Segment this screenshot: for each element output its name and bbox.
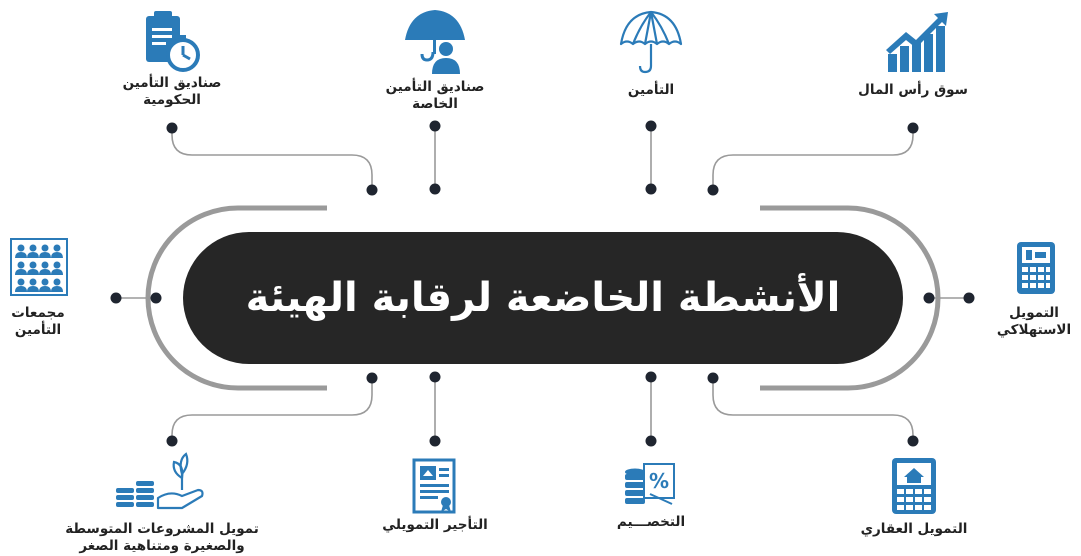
dot bbox=[645, 183, 657, 195]
label-insurance: التأمين bbox=[628, 82, 674, 99]
label-line: الخاصة bbox=[412, 96, 458, 112]
people-grid-icon bbox=[10, 238, 68, 296]
dot bbox=[429, 435, 441, 447]
calculator-icon bbox=[1017, 242, 1055, 294]
label-line: التأمين bbox=[14, 322, 62, 338]
label-line: تمويل المشروعات المتوسطة bbox=[65, 521, 259, 537]
label-consumer-finance: التمويل الاستهلاكي bbox=[997, 305, 1071, 339]
clipboard-stopwatch-icon bbox=[146, 11, 200, 72]
dot bbox=[429, 120, 441, 132]
umbrella-icon bbox=[619, 10, 683, 74]
connector-capital-market bbox=[712, 128, 914, 190]
label-line: صناديق التأمين bbox=[122, 75, 222, 91]
dot bbox=[907, 122, 919, 134]
dot bbox=[429, 183, 441, 195]
center-title: الأنشطة الخاضعة لرقابة الهيئة bbox=[245, 275, 841, 321]
label-leasing: التأجير التمويلي bbox=[382, 517, 488, 534]
connector-real-estate bbox=[712, 378, 914, 441]
label-line: الاستهلاكي bbox=[996, 322, 1072, 338]
dot bbox=[645, 371, 657, 383]
center-title-pill: الأنشطة الخاضعة لرقابة الهيئة bbox=[183, 232, 903, 364]
dot bbox=[707, 372, 719, 384]
dot bbox=[429, 371, 441, 383]
dot bbox=[166, 435, 178, 447]
dot bbox=[923, 292, 935, 304]
label-line: التخصـــيم bbox=[616, 514, 686, 530]
svg-text:%: % bbox=[649, 469, 669, 493]
label-government-funds: صناديق التأمين الحكومية bbox=[123, 75, 222, 109]
dot bbox=[110, 292, 122, 304]
dot bbox=[907, 435, 919, 447]
label-line: التمويل bbox=[1009, 305, 1059, 321]
label-line: الحكومية bbox=[143, 92, 201, 108]
dot bbox=[963, 292, 975, 304]
rising-bar-chart-icon bbox=[886, 12, 948, 72]
label-line: سوق رأس المال bbox=[858, 82, 968, 98]
label-factoring: التخصـــيم bbox=[617, 514, 685, 531]
dot bbox=[645, 435, 657, 447]
label-line: والصغيرة ومتناهية الصغر bbox=[79, 538, 245, 554]
label-line: التمويل العقاري bbox=[860, 521, 968, 537]
connector-msme bbox=[171, 378, 373, 441]
label-line: مجمعات bbox=[11, 305, 65, 321]
label-line: التأمين bbox=[627, 82, 675, 98]
dot bbox=[707, 184, 719, 196]
label-msme: تمويل المشروعات المتوسطة والصغيرة ومتناه… bbox=[65, 521, 259, 555]
label-real-estate: التمويل العقاري bbox=[861, 521, 968, 538]
dot bbox=[366, 372, 378, 384]
umbrella-person-icon bbox=[405, 10, 465, 74]
label-line: صناديق التأمين bbox=[385, 79, 485, 95]
dot bbox=[150, 292, 162, 304]
dot bbox=[645, 120, 657, 132]
label-line: التأجير التمويلي bbox=[382, 517, 488, 533]
dot bbox=[166, 122, 178, 134]
label-capital-market: سوق رأس المال bbox=[858, 82, 968, 99]
connector-dots bbox=[110, 120, 975, 447]
connector-government-funds bbox=[171, 128, 373, 190]
label-insurance-pools: مجمعات التأمين bbox=[11, 305, 64, 339]
house-calculator-icon bbox=[892, 458, 936, 514]
dot bbox=[366, 184, 378, 196]
hand-coins-plant-icon bbox=[116, 452, 204, 510]
label-private-funds: صناديق التأمين الخاصة bbox=[386, 79, 485, 113]
contract-document-icon bbox=[412, 458, 456, 514]
coins-percent-icon: % bbox=[625, 463, 675, 505]
